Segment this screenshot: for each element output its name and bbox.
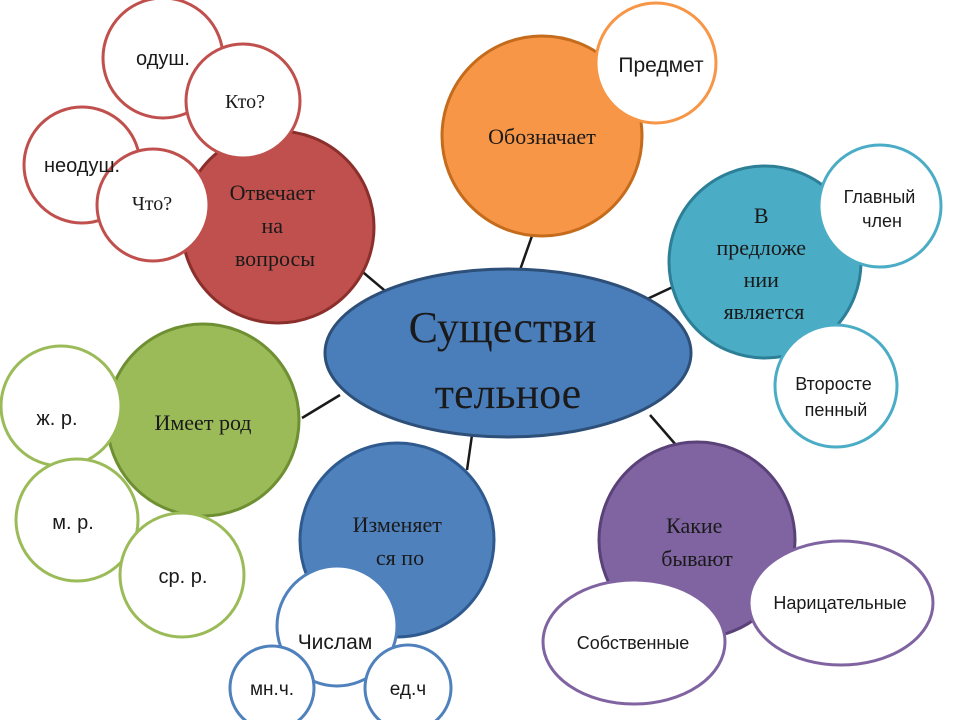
group-kakie-byvayut: Какие бывают Нарицательные Собственные [541,440,935,706]
group-otvechaet: Отвечает на вопросы одуш. Кто? неодуш. Ч… [22,0,376,325]
center-ellipse [323,267,693,439]
leaf-naritsatelnye-label: Нарицательные [773,593,906,613]
leaf-m-r-label: м. р. [52,512,94,534]
leaf-ed-ch-label: ед.ч [390,679,426,700]
hub-izmenyaetsya-label: Изменяет ся по [353,512,448,570]
leaf-glavnyi-chlen-circle [817,143,943,269]
group-imeet-rod: Имеет род ж. р. м. р. ср. р. [0,322,301,639]
leaf-mn-ch-label: мн.ч. [250,679,294,700]
group-izmenyaetsya: Изменяет ся по Числам мн.ч. ед.ч [228,441,496,720]
leaf-neodush-label: неодуш. [44,155,120,177]
leaf-odush-label: одуш. [136,48,190,70]
leaf-kto-circle [184,42,302,160]
connector-kakie-byvayut [649,414,677,446]
hub-oboznachaet-label: Обозначает [488,124,596,149]
hub-imeet-rod-label: Имеет род [154,410,251,435]
leaf-mn-ch-circle [228,644,316,720]
leaf-zh-r-label: ж. р. [36,408,77,430]
leaf-chto-label: Что? [132,193,172,215]
leaf-chislam-circle [275,564,399,688]
leaf-chislam-label: Числам [298,631,373,654]
leaf-m-r-circle [14,457,140,583]
leaf-kto-label: Кто? [225,91,265,113]
leaf-vtorostepennyi-label: Второсте пенный [795,374,877,420]
leaf-ed-ch-circle [363,643,453,720]
hub-otvechaet-label: Отвечает на вопросы [230,180,321,271]
hub-oboznachaet-circle [440,34,644,238]
group-center: Существи тельное [323,267,693,439]
connector-izmenyaetsya [465,434,474,471]
group-v-predlozhenii: В предложе нии является Главный член Вто… [667,143,943,449]
leaf-vtorostepennyi-circle [773,323,899,449]
group-oboznachaet: Обозначает Предмет [440,1,718,238]
center-label: Существи тельное [409,303,608,418]
connector-oboznachaet [518,232,535,271]
leaf-glavnyi-chlen-label: Главный член [844,187,921,231]
hub-kakie-byvayut-label: Какие бывают [661,513,733,571]
leaf-predmet-circle [594,1,718,125]
leaf-naritsatelnye-ellipse [747,539,935,667]
leaf-sobstvennye-label: Собственные [577,633,690,653]
leaf-zh-r-circle [0,344,123,468]
leaf-sr-r-circle [118,511,246,639]
connector-imeet-rod [301,393,341,420]
leaf-chto-circle [95,147,211,263]
hub-v-predlozhenii-label: В предложе нии является [716,203,811,324]
leaf-sr-r-label: ср. р. [159,566,208,588]
leaf-predmet-label: Предмет [618,54,704,77]
leaf-sobstvennye-ellipse [541,578,727,706]
